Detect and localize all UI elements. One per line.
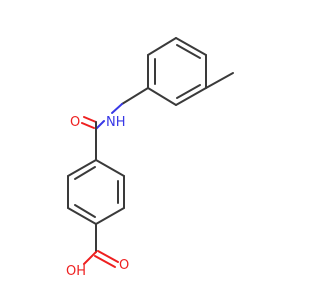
benzoic-ring bbox=[67, 159, 125, 225]
molecule-diagram: O NH OH O bbox=[66, 37, 234, 279]
methyl-bond bbox=[205, 72, 234, 89]
benzyl-bond bbox=[121, 87, 149, 105]
methylphenyl-ring bbox=[147, 37, 207, 106]
amide-bond bbox=[95, 120, 105, 130]
nitrogen-ch2-bond bbox=[111, 103, 123, 114]
carboxyl-double-bond bbox=[94, 250, 119, 268]
carboxyl-hydroxyl-bond bbox=[83, 251, 97, 265]
amide-carbonyl bbox=[81, 116, 97, 130]
structure-drawing: O NH OH O bbox=[66, 37, 234, 279]
acid-carbonyl-oxygen-label: O bbox=[119, 258, 129, 273]
amide-nitrogen-label: NH bbox=[106, 115, 126, 130]
hydroxyl-label: OH bbox=[66, 264, 86, 279]
carbonyl-oxygen-label: O bbox=[70, 115, 80, 130]
